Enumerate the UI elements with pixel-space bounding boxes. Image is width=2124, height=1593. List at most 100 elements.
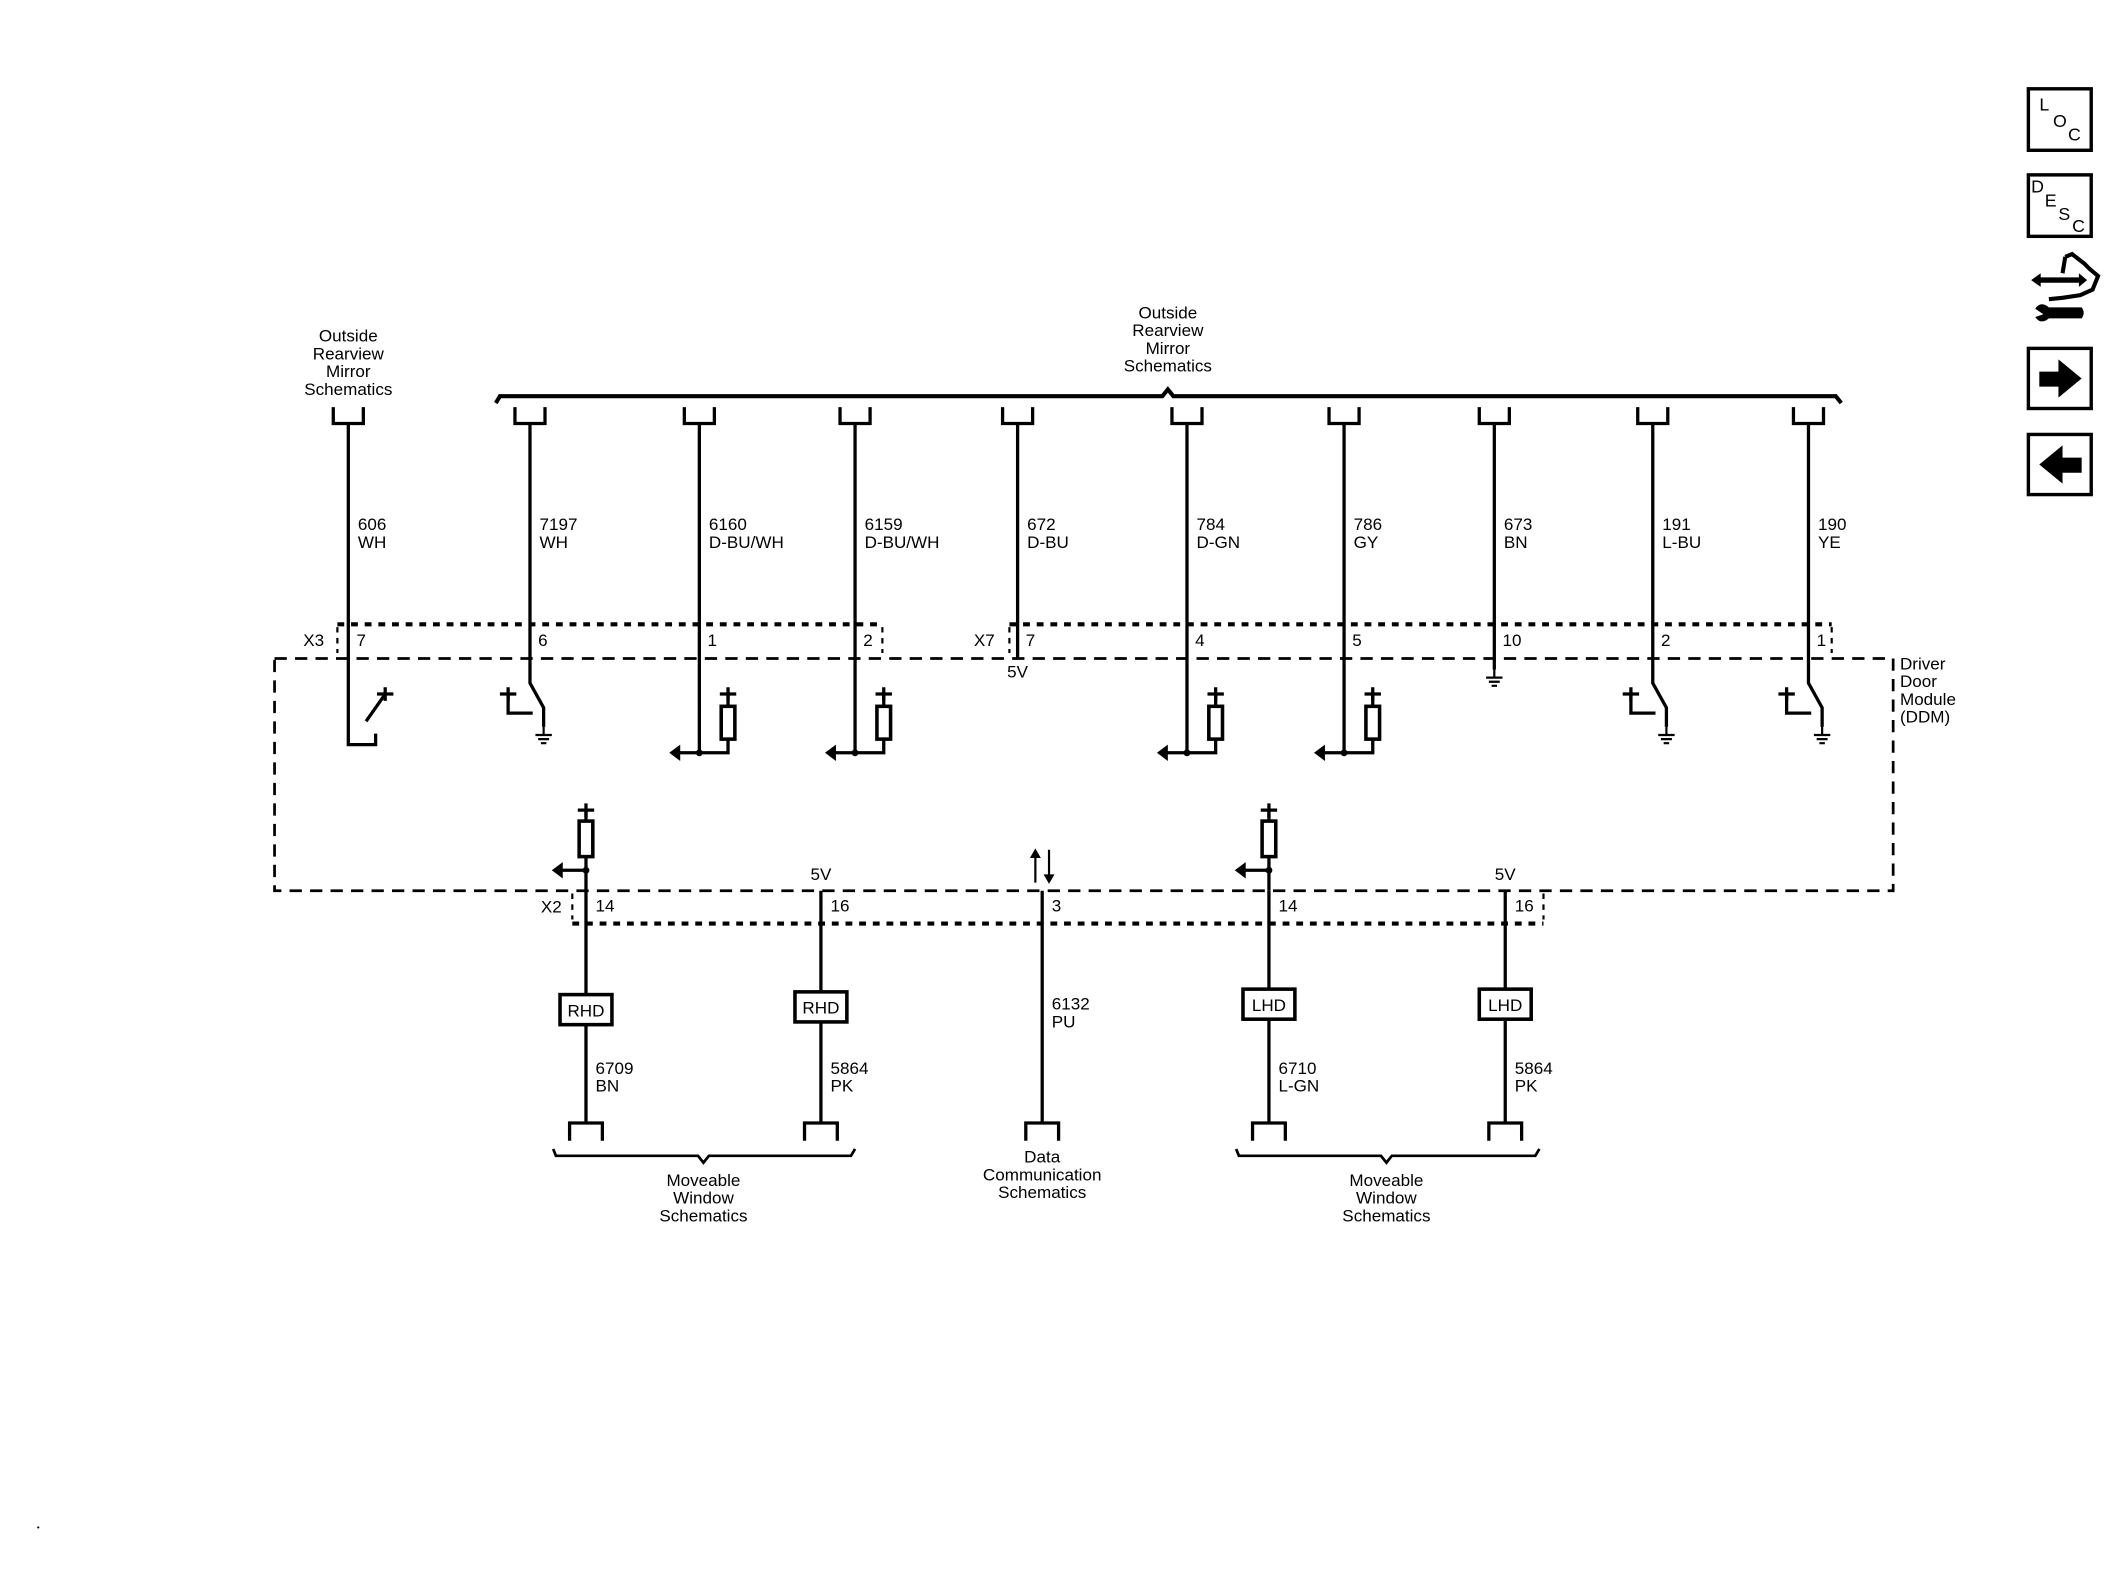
circuit-number: 7197: [540, 515, 578, 534]
ground-icon: [535, 726, 552, 745]
circuit-number: 5864: [830, 1059, 868, 1078]
svg-text:Schematics: Schematics: [1124, 357, 1212, 376]
svg-text:Rearview: Rearview: [313, 344, 385, 363]
circuit-number: 191: [1662, 515, 1690, 534]
pin-number: 7: [357, 631, 366, 650]
wire-color: L-BU: [1662, 533, 1701, 552]
pin-number: 10: [1503, 631, 1522, 650]
svg-text:E: E: [2045, 190, 2057, 210]
circuit-number: 786: [1354, 515, 1382, 534]
harness-connector-icon: [1170, 407, 1204, 426]
battery-positive-icon: [875, 687, 892, 701]
harness-connector-icon: [567, 1121, 605, 1141]
wire-color: WH: [540, 533, 568, 552]
harness-connector-icon: [1636, 407, 1670, 426]
svg-text:Mirror: Mirror: [1146, 339, 1191, 358]
wire-color: WH: [358, 533, 386, 552]
ground-icon: [1813, 726, 1831, 745]
option-label: RHD: [802, 999, 839, 1018]
option-label: RHD: [567, 1001, 604, 1020]
circuit-number: 5864: [1515, 1059, 1553, 1078]
pin-number: 3: [1052, 896, 1061, 915]
pin-number: 7: [1026, 631, 1035, 650]
ddm-module-outline: [273, 657, 1895, 893]
circuit-number: 6132: [1052, 995, 1090, 1014]
loc-button[interactable]: L O C: [2026, 87, 2093, 152]
svg-text:Moveable: Moveable: [666, 1171, 740, 1190]
svg-text:X3: X3: [303, 631, 324, 650]
desc-button[interactable]: D E S C: [2026, 173, 2093, 239]
bottom-reference-lhd-window[interactable]: Moveable Window Schematics: [1342, 1171, 1430, 1226]
resistor-icon: [875, 704, 893, 741]
svg-text:Window: Window: [1356, 1189, 1417, 1208]
pin-number: 14: [1278, 896, 1297, 915]
svg-text:Outside: Outside: [319, 327, 378, 346]
circuit-number: 673: [1504, 515, 1532, 534]
output-arrow-icon: [1156, 744, 1168, 761]
circuit-number: 6710: [1278, 1059, 1316, 1078]
svg-text:C: C: [2072, 216, 2085, 236]
bottom-reference-data-communication[interactable]: Data Communication Schematics: [983, 1148, 1102, 1203]
top-left-reference-label[interactable]: Outside Rearview Mirror Schematics: [304, 327, 392, 399]
previous-button[interactable]: [2026, 432, 2093, 497]
top-group-reference-label[interactable]: Outside Rearview Mirror Schematics: [1124, 303, 1212, 375]
option-label: LHD: [1488, 996, 1522, 1015]
arrow-right-icon: [2039, 359, 2082, 398]
output-arrow-icon: [825, 744, 836, 761]
wire-color: BN: [596, 1077, 620, 1096]
svg-text:Schematics: Schematics: [659, 1206, 747, 1225]
wire-color: PK: [1515, 1077, 1538, 1096]
supply-voltage: 5V: [1495, 865, 1516, 884]
circuit-number: 784: [1197, 515, 1225, 534]
pin-number: 16: [830, 896, 849, 915]
battery-positive-icon: [1778, 687, 1795, 701]
wrench-arrow-icon[interactable]: [2031, 251, 2101, 322]
wire-color: D-BU: [1027, 533, 1069, 552]
supply-voltage: 5V: [810, 865, 831, 884]
harness-connector-icon: [513, 407, 547, 426]
svg-text:Outside: Outside: [1138, 303, 1197, 322]
circuit-number: 6709: [596, 1059, 634, 1078]
pin-number: 6: [538, 631, 547, 650]
next-button[interactable]: [2026, 346, 2093, 411]
wire-color: YE: [1818, 533, 1841, 552]
svg-text:Data: Data: [1024, 1148, 1061, 1167]
battery-positive-icon: [1207, 687, 1224, 701]
pin-number: 2: [863, 631, 872, 650]
battery-positive-icon: [376, 687, 394, 701]
harness-connector-icon: [838, 407, 872, 426]
bottom-reference-rhd-window[interactable]: Moveable Window Schematics: [659, 1171, 747, 1226]
connector-x3: X3: [303, 622, 884, 654]
wire-color: BN: [1504, 533, 1528, 552]
output-arrow-icon: [1314, 744, 1325, 761]
svg-text:L: L: [2039, 95, 2049, 115]
wire-color: L-GN: [1278, 1077, 1319, 1096]
circuit-number: 672: [1027, 515, 1055, 534]
svg-text:D: D: [2031, 177, 2044, 197]
resistor-icon: [719, 704, 737, 741]
pin-number: 1: [708, 631, 717, 650]
option-lhd-box: [1241, 987, 1297, 1021]
top-group-brace: [494, 386, 1843, 405]
harness-connector-icon: [682, 407, 717, 426]
circuit-number: 190: [1818, 515, 1846, 534]
harness-connector-icon: [802, 1121, 839, 1141]
svg-text:Module: Module: [1900, 690, 1956, 709]
svg-text:Schematics: Schematics: [1342, 1206, 1430, 1225]
pin-number: 5: [1352, 631, 1361, 650]
